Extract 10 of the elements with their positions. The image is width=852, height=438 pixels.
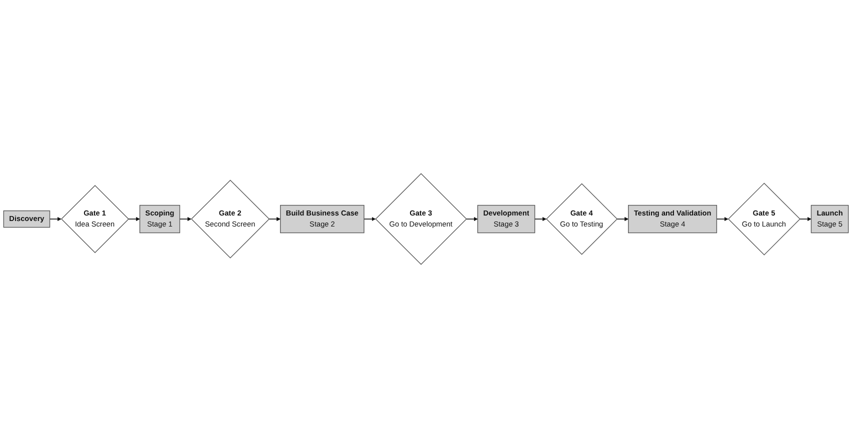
arrow xyxy=(179,216,192,222)
arrow xyxy=(716,216,728,222)
arrow xyxy=(466,216,478,222)
arrow xyxy=(799,216,812,222)
arrow xyxy=(616,216,629,222)
arrow xyxy=(128,216,140,222)
arrow xyxy=(534,216,546,222)
arrow xyxy=(364,216,376,222)
arrow xyxy=(268,216,281,222)
arrow xyxy=(49,216,62,222)
